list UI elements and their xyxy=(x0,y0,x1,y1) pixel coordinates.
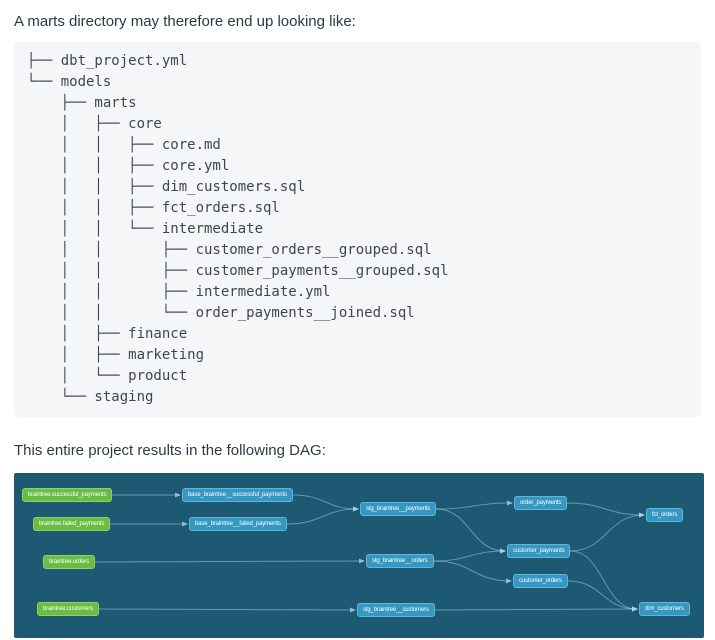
dag-edge xyxy=(569,512,645,552)
dag-node-stg_braintree__orders[interactable]: stg_braintree__orders xyxy=(366,554,434,568)
dag-edge xyxy=(433,560,512,584)
dag-edges-layer xyxy=(94,492,645,613)
dag-edge xyxy=(435,500,513,510)
dag-edge xyxy=(433,548,506,562)
dag-node-braintree_failed_payments[interactable]: braintree.failed_payments xyxy=(33,517,111,531)
dag-edge xyxy=(435,508,506,554)
dag-node-braintree_customers[interactable]: braintree.customers xyxy=(37,602,100,616)
dag-node-order_payments[interactable]: order_payments xyxy=(514,496,568,510)
dag-edge xyxy=(286,506,359,525)
dag-edge xyxy=(94,558,365,564)
dag-node-customer_payments[interactable]: customer_payments xyxy=(507,544,571,558)
intro-paragraph: A marts directory may therefore end up l… xyxy=(14,13,356,30)
dag-node-stg_braintree__payments[interactable]: stg_braintree__payments xyxy=(360,502,437,516)
dag-edge xyxy=(566,502,645,518)
dag-node-stg_braintree__customers[interactable]: stg_braintree__customers xyxy=(357,603,435,617)
dag-node-braintree_successful_payments[interactable]: braintree.successful_payments xyxy=(22,488,113,502)
dag-edge xyxy=(569,550,638,612)
dag-node-fct_orders[interactable]: fct_orders xyxy=(646,508,684,522)
dag-node-base_braintree__failed_payments[interactable]: base_braintree__failed_payments xyxy=(189,517,287,531)
dag-node-braintree_orders[interactable]: braintree.orders xyxy=(43,555,95,569)
dag-edge xyxy=(292,494,359,512)
dag-edge xyxy=(434,606,638,612)
dag-node-customer_orders[interactable]: customer_orders xyxy=(513,574,568,588)
dag-edge xyxy=(98,607,356,613)
dag-intro-paragraph: This entire project results in the follo… xyxy=(14,442,326,459)
dag-node-dim_customers[interactable]: dim_customers xyxy=(639,602,690,616)
dag-node-base_braintree__successful_payments[interactable]: base_braintree__successful_payments xyxy=(182,488,293,502)
directory-tree-code-block: ├── dbt_project.yml └── models ├── marts… xyxy=(14,42,701,417)
directory-tree: ├── dbt_project.yml └── models ├── marts… xyxy=(27,53,449,405)
dag-edge xyxy=(567,580,638,612)
dag-graph: braintree.successful_payments base_braint… xyxy=(14,473,704,638)
